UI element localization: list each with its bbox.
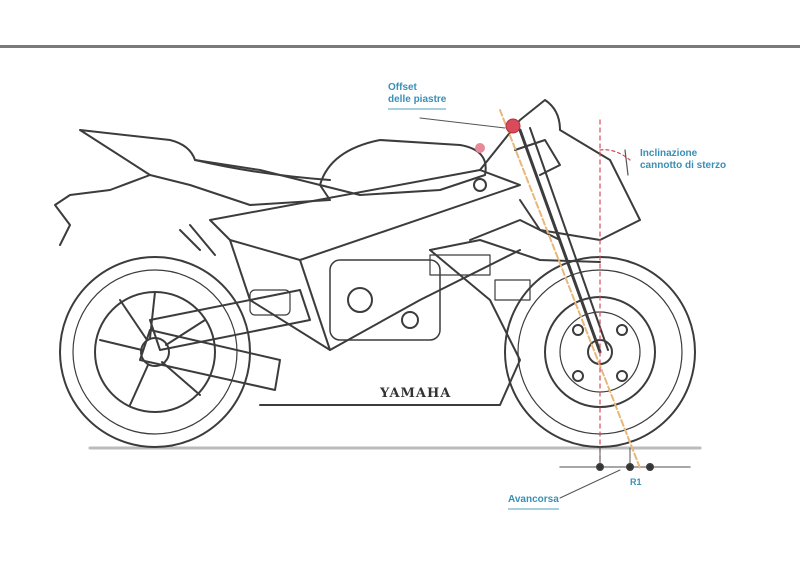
front-fairing [479,99,641,241]
annotation-underline [388,108,447,110]
frame [209,169,521,261]
tail-fairing [79,129,331,206]
fuel-tank [319,139,487,196]
dimension-label: R1 [630,477,642,487]
brand-mark: YAMAHA [380,386,452,401]
lower-fairing [259,249,521,406]
annotation-rake-line2: cannotto di sterzo [640,160,727,171]
annotation-trail: Avancorsa [508,494,559,510]
rear-wheel [59,256,251,448]
annotation-rake: Inclinazione cannotto di sterzo [640,148,726,172]
annotation-trail-line1: Avancorsa [508,494,559,505]
annotation-offset-line1: Offset [388,82,417,93]
annotation-offset-line2: delle piastre [388,94,447,105]
steering-axis-line [499,109,641,469]
seat [194,159,331,181]
exhaust [139,329,281,391]
annotation-offset: Offset delle piastre [388,82,447,110]
annotation-underline [508,508,559,510]
top-divider-line [0,45,800,48]
annotation-rake-line1: Inclinazione [640,148,698,159]
